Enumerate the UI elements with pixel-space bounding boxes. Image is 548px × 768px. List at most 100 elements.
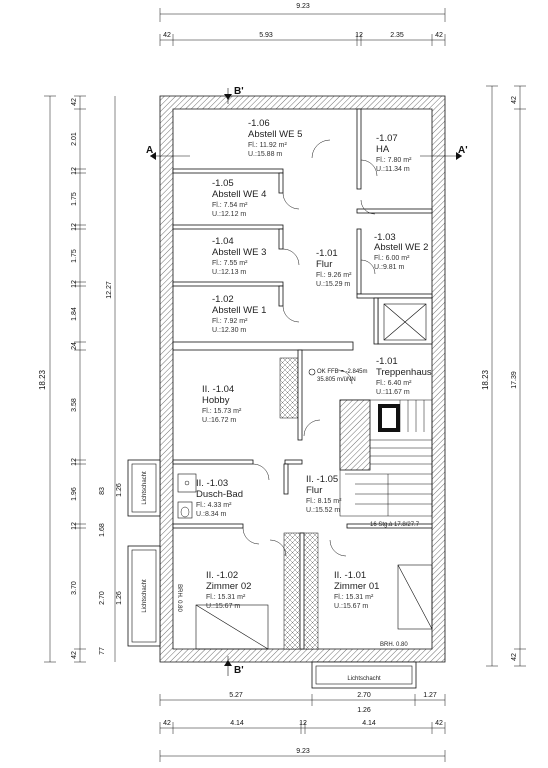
room-number: -1.05 <box>212 178 234 189</box>
room-area: Fl.: 7.80 m² <box>376 157 412 164</box>
room-perimeter: U.:15.52 m <box>306 507 340 514</box>
room-area: Fl.: 4.33 m² <box>196 502 232 509</box>
dim-left-extra-3: 1.68 <box>99 523 106 537</box>
dim-left-seg-14: 3.70 <box>71 581 78 595</box>
column-hobby <box>279 357 299 419</box>
right-dimensions: 18.23 17.39 42 42 <box>481 85 526 667</box>
room-perimeter: U.:11.34 m <box>376 166 410 173</box>
dim-left-seg-12: 1.96 <box>71 487 78 501</box>
room-abstell-we4: -1.05 Abstell WE 4 Fl.: 7.54 m² U.:12.12… <box>212 178 266 218</box>
top-dimensions: 9.23 42 5.93 12 2.35 42 <box>159 3 446 46</box>
lichtschacht-1-label: Lichtschacht <box>142 471 148 505</box>
room-perimeter: U.:8.34 m <box>196 511 227 518</box>
room-name: Dusch-Bad <box>196 489 243 500</box>
dim-left-extra-2: 1.26 <box>116 483 123 497</box>
room-ha: -1.07 HA Fl.: 7.80 m² U.:11.34 m <box>376 133 412 173</box>
room-treppenhaus: -1.01 Treppenhaus Fl.: 6.40 m² U.:11.67 … <box>376 356 432 396</box>
lichtschacht-2-label: Lichtschacht <box>142 579 148 613</box>
wall-abstell-1-hobby <box>172 341 354 351</box>
dim-left-seg-2: 2.01 <box>71 132 78 146</box>
room-perimeter: U.:15.88 m <box>248 151 282 158</box>
dim-left-seg-11: 12 <box>71 458 78 466</box>
wall-hobby-bottom <box>172 459 254 465</box>
dim-left-seg-8: 1.84 <box>71 307 78 321</box>
stair-wall-hatch <box>339 399 371 471</box>
dim-top-total: 9.23 <box>296 3 310 10</box>
room-perimeter: U.:12.13 m <box>212 269 246 276</box>
lichtschacht-3 <box>311 661 417 689</box>
lichtschacht-2 <box>127 545 161 647</box>
dim-right-seg-1: 42 <box>511 96 518 104</box>
room-number: -1.03 <box>374 232 396 243</box>
dim-right-seg-2: 42 <box>511 653 518 661</box>
room-name: Abstell WE 2 <box>374 242 428 253</box>
room-name: Zimmer 02 <box>206 581 251 592</box>
wall-bath-right <box>283 463 289 495</box>
dim-left-seg-5: 12 <box>71 223 78 231</box>
section-a-left: A <box>146 145 153 156</box>
room-area: Fl.: 8.15 m² <box>306 498 342 505</box>
level-nn: 35.805 m/üNN <box>317 377 356 383</box>
section-a-right: A' <box>458 145 468 156</box>
room-abstell-we3: -1.04 Abstell WE 3 Fl.: 7.55 m² U.:12.13… <box>212 236 266 276</box>
room-area: Fl.: 9.26 m² <box>316 272 352 279</box>
wall-abstell-5-4 <box>172 168 284 174</box>
room-abstell-we1: -1.02 Abstell WE 1 Fl.: 7.92 m² U.:12.30… <box>212 294 266 334</box>
room-flur-1: -1.01 Flur Fl.: 9.26 m² U.:15.29 m <box>316 248 352 288</box>
dim-bottom-row2-2: 4.14 <box>230 720 244 727</box>
wall-hobby-bottom-2 <box>284 459 303 465</box>
room-number: II. -1.01 <box>334 570 366 581</box>
room-perimeter: U.:15.67 m <box>206 603 240 610</box>
dim-left-seg-9: 24 <box>71 342 78 350</box>
level-okffb: OK FFB = -2.845m <box>317 369 368 375</box>
room-number: -1.07 <box>376 133 398 144</box>
dim-bottom-total: 9.23 <box>296 748 310 755</box>
room-abstell-we2: -1.03 Abstell WE 2 Fl.: 6.00 m² U.:9.81 … <box>374 232 428 271</box>
dim-top-seg-3: 12 <box>355 32 363 39</box>
section-marks: A A' B' B' <box>146 86 468 676</box>
wall-storage-v3 <box>278 285 284 307</box>
wall-abstell-4-3 <box>172 224 284 230</box>
room-number: II. -1.03 <box>196 478 228 489</box>
room-name: Abstell WE 4 <box>212 189 266 200</box>
room-name: Treppenhaus <box>376 367 432 378</box>
wall-storage-v1 <box>278 172 284 194</box>
room-number: -1.04 <box>212 236 234 247</box>
dim-top-seg-2: 5.93 <box>259 32 273 39</box>
dim-left-seg-4: 1.75 <box>71 192 78 206</box>
wall-bath-bottom <box>172 523 244 529</box>
left-dimensions: 18.23 12.27 42 2.01 12 1.75 12 1.75 12 1… <box>38 95 123 663</box>
dim-bottom-row2-3: 12 <box>299 720 307 727</box>
room-perimeter: U.:12.30 m <box>212 327 246 334</box>
room-number: -1.02 <box>212 294 234 305</box>
wall-shaft-left <box>373 297 379 345</box>
dim-left-extra-1: 83 <box>99 487 106 495</box>
wall-hobby-right <box>297 349 303 441</box>
dim-top-seg-1: 42 <box>163 32 171 39</box>
wall-ha-left <box>356 108 362 190</box>
room-perimeter: U.:11.67 m <box>376 389 410 396</box>
room-area: Fl.: 11.92 m² <box>248 142 287 149</box>
room-perimeter: U.:15.29 m <box>316 281 350 288</box>
doors <box>242 139 378 557</box>
bottom-dimensions: 5.27 2.70 1.27 1.26 42 4.14 12 4.14 42 9… <box>159 692 446 762</box>
dim-left-seg-13: 12 <box>71 522 78 530</box>
dim-left-extra-4: 2.70 <box>99 591 106 605</box>
dim-left-extra-6: 77 <box>99 647 106 655</box>
room-number: II. -1.02 <box>206 570 238 581</box>
lichtschacht-3-label: Lichtschacht <box>347 676 381 682</box>
room-zimmer-02: II. -1.02 Zimmer 02 Fl.: 15.31 m² U.:15.… <box>206 570 251 610</box>
wall-we2-left <box>356 228 362 295</box>
wall-abstell-3-1 <box>172 281 284 287</box>
room-flur-2: II. -1.05 Flur Fl.: 8.15 m² U.:15.52 m <box>306 474 342 514</box>
room-area: Fl.: 7.55 m² <box>212 260 248 267</box>
room-perimeter: U.:16.72 m <box>202 417 236 424</box>
dim-left-seg-7: 12 <box>71 280 78 288</box>
dim-left-total: 18.23 <box>38 369 47 390</box>
wall-storage-v2 <box>278 228 284 250</box>
room-perimeter: U.:15.67 m <box>334 603 368 610</box>
dim-bottom-row2-4: 4.14 <box>362 720 376 727</box>
dim-left-seg-6: 1.75 <box>71 249 78 263</box>
brh-left-label: BRH. 0.80 <box>176 584 182 612</box>
